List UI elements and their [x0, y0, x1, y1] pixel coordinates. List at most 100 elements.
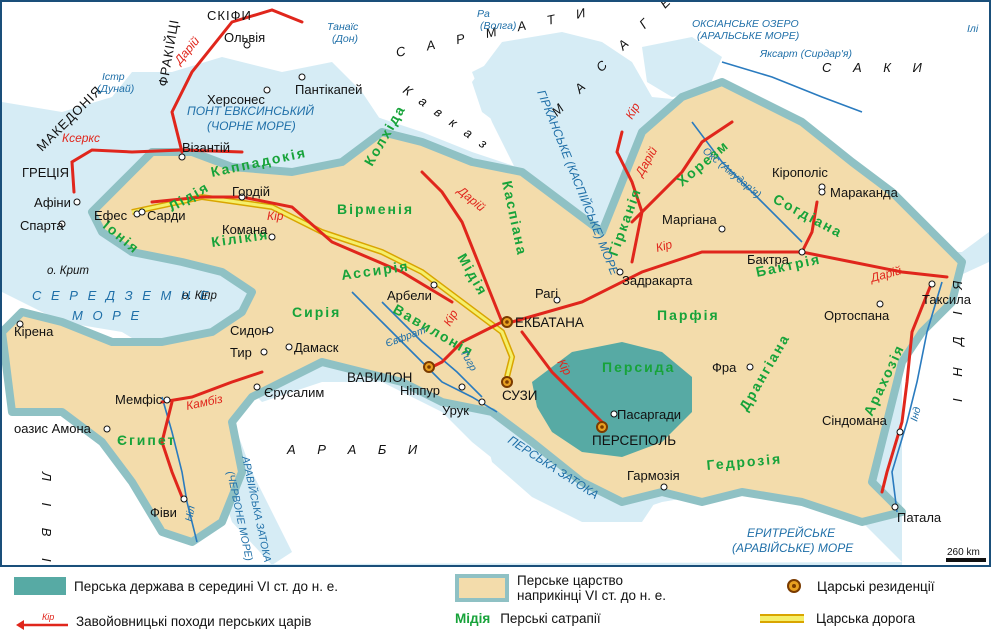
sea-pont-2: (ЧОРНЕ МОРЕ) [207, 119, 296, 133]
capital-persepol: ПЕРСЕПОЛЬ [592, 421, 676, 448]
capital-ekbatana: ЕКБАТАНА [501, 315, 584, 330]
empire-mid-6th [532, 342, 692, 457]
svg-text:Рагі: Рагі [535, 286, 558, 301]
city-sardy: Сарди [138, 208, 186, 223]
sea-erythrean-2: (АРАВІЙСЬКЕ) МОРЕ [732, 539, 854, 555]
svg-text:Фіви: Фіви [150, 505, 177, 520]
people-skify: СКІФИ [207, 8, 252, 23]
legend-road-swatch [760, 614, 804, 623]
svg-text:Бактра: Бактра [747, 252, 790, 267]
people-india: І Н Д І Я [950, 272, 965, 402]
river-tanais-2: (Дон) [332, 33, 358, 45]
river-istr: Істр [102, 71, 125, 83]
people-livia: Л І В І Ї [39, 471, 54, 565]
river-nil: Ніл [183, 505, 198, 523]
sea-aral: ОКСІАНСЬКЕ ОЗЕРО [692, 18, 799, 30]
city-memfis: Мемфіс [115, 392, 171, 407]
residence-icon [787, 579, 801, 593]
city-amon: оазис Амона [14, 421, 111, 436]
scale-bar: 260 km [946, 547, 986, 562]
campaign-arrow-icon: Кір [16, 612, 68, 630]
svg-text:Сіндомана: Сіндомана [822, 413, 888, 428]
city-nippur: Ніппур [400, 383, 466, 398]
city-fivy: Фіви [150, 495, 188, 520]
river-ra-2: (Волга) [480, 20, 516, 32]
people-araby: А Р А Б И [286, 442, 426, 457]
svg-text:Ефес: Ефес [94, 208, 128, 223]
city-sydon: Сидон [230, 323, 274, 338]
sea-mediterranean-2: М О Р Е [72, 308, 142, 323]
satrapy-egipet: Єгипет [117, 432, 176, 448]
legend-mid6: Перська держава в середині VI ст. до н. … [14, 577, 338, 595]
svg-text:Сарди: Сарди [147, 208, 186, 223]
map-canvas: Каппадокія Лідія Кілікія Вірменія Колхід… [2, 2, 989, 565]
persian-gulf [482, 422, 662, 522]
sea-pont: ПОНТ ЕВКСИНСЬКИЙ [187, 102, 314, 118]
river-ind: Інд [908, 405, 923, 422]
svg-text:Гармозія: Гармозія [627, 468, 680, 483]
svg-text:Херсонес: Херсонес [207, 92, 265, 107]
svg-text:Ніппур: Ніппур [400, 383, 440, 398]
legend-residences: Царські резиденції [785, 577, 935, 595]
svg-text:Спарта: Спарта [20, 218, 64, 233]
campaign-kserks: Ксеркс [62, 131, 100, 145]
svg-text:ВАВИЛОН: ВАВИЛОН [347, 370, 412, 385]
river-istr-2: (Дунай) [97, 83, 134, 95]
svg-text:Комана: Комана [222, 222, 268, 237]
city-sindomana: Сіндомана [822, 413, 904, 436]
city-tyr: Тир [230, 345, 268, 360]
city-labels: Ольвія Херсонес Пантікапей Візантій Горд… [14, 30, 972, 525]
svg-text:Патала: Патала [897, 510, 942, 525]
svg-text:Пасаргади: Пасаргади [617, 407, 681, 422]
svg-text:Афіни: Афіни [34, 195, 71, 210]
svg-text:оазис Амона: оазис Амона [14, 421, 92, 436]
legend-campaigns: Кір Завойовницькі походи перських царів [14, 611, 311, 631]
svg-text:Дамаск: Дамаск [294, 340, 339, 355]
satrapy-parfia: Парфія [657, 307, 720, 323]
legend-satrapies: Мідія Перські сатрапії [455, 611, 601, 626]
city-patala: Патала [891, 503, 942, 525]
river-yaksart: Яксарт (Сирдар'я) [759, 48, 852, 60]
legend-road-label: Царська дорога [816, 611, 916, 626]
svg-text:Ольвія: Ольвія [224, 30, 265, 45]
city-afiny: Афіни [34, 195, 81, 210]
legend-satrapy-sample: Мідія [455, 611, 491, 626]
legend-mid6-swatch [14, 577, 66, 595]
svg-text:Урук: Урук [442, 403, 469, 418]
land-black-sea [152, 57, 382, 162]
satrapy-persida: Персида [602, 359, 675, 375]
svg-text:Мараканда: Мараканда [830, 185, 899, 200]
capital-vavilon: ВАВИЛОН [347, 361, 435, 385]
city-yerusalym: Єрусалим [253, 383, 324, 400]
city-vizantiy: Візантій [178, 140, 230, 161]
city-ragi: Рагі [535, 286, 561, 304]
city-efes: Ефес [94, 208, 141, 223]
city-baktra: Бактра [747, 248, 806, 267]
svg-text:Кір: Кір [42, 612, 54, 622]
city-marakanda: Мараканда [818, 185, 899, 200]
legend-road: Царська дорога [760, 611, 915, 626]
island-kipr: о. Кіпр [182, 290, 217, 302]
river-ra: Ра [477, 8, 490, 20]
land-aral [642, 37, 722, 97]
svg-text:Кірена: Кірена [14, 324, 54, 339]
river-ili: Ілі [967, 23, 979, 35]
land-india [902, 262, 989, 565]
satrapy-gedrozia: Гедрозія [706, 450, 783, 473]
svg-text:ПЕРСЕПОЛЬ: ПЕРСЕПОЛЬ [592, 433, 676, 448]
capital-markers: ЕКБАТАНА ВАВИЛОН СУЗИ ПЕРСЕПОЛЬ [347, 315, 676, 448]
svg-text:Таксила: Таксила [922, 292, 972, 307]
city-fra: Фра [712, 360, 754, 375]
campaign-kir-5: Кір [654, 237, 674, 255]
svg-text:Тир: Тир [230, 345, 252, 360]
city-olvia: Ольвія [224, 30, 265, 49]
city-arbely: Арбели [387, 281, 438, 303]
river-indus [891, 281, 943, 513]
city-ortospana: Ортоспана [824, 300, 890, 323]
svg-text:Ортоспана: Ортоспана [824, 308, 890, 323]
svg-text:Мемфіс: Мемфіс [115, 392, 163, 407]
city-taksila: Таксила [922, 280, 972, 307]
svg-text:Єрусалим: Єрусалим [264, 385, 324, 400]
svg-text:Задракарта: Задракарта [622, 273, 693, 288]
